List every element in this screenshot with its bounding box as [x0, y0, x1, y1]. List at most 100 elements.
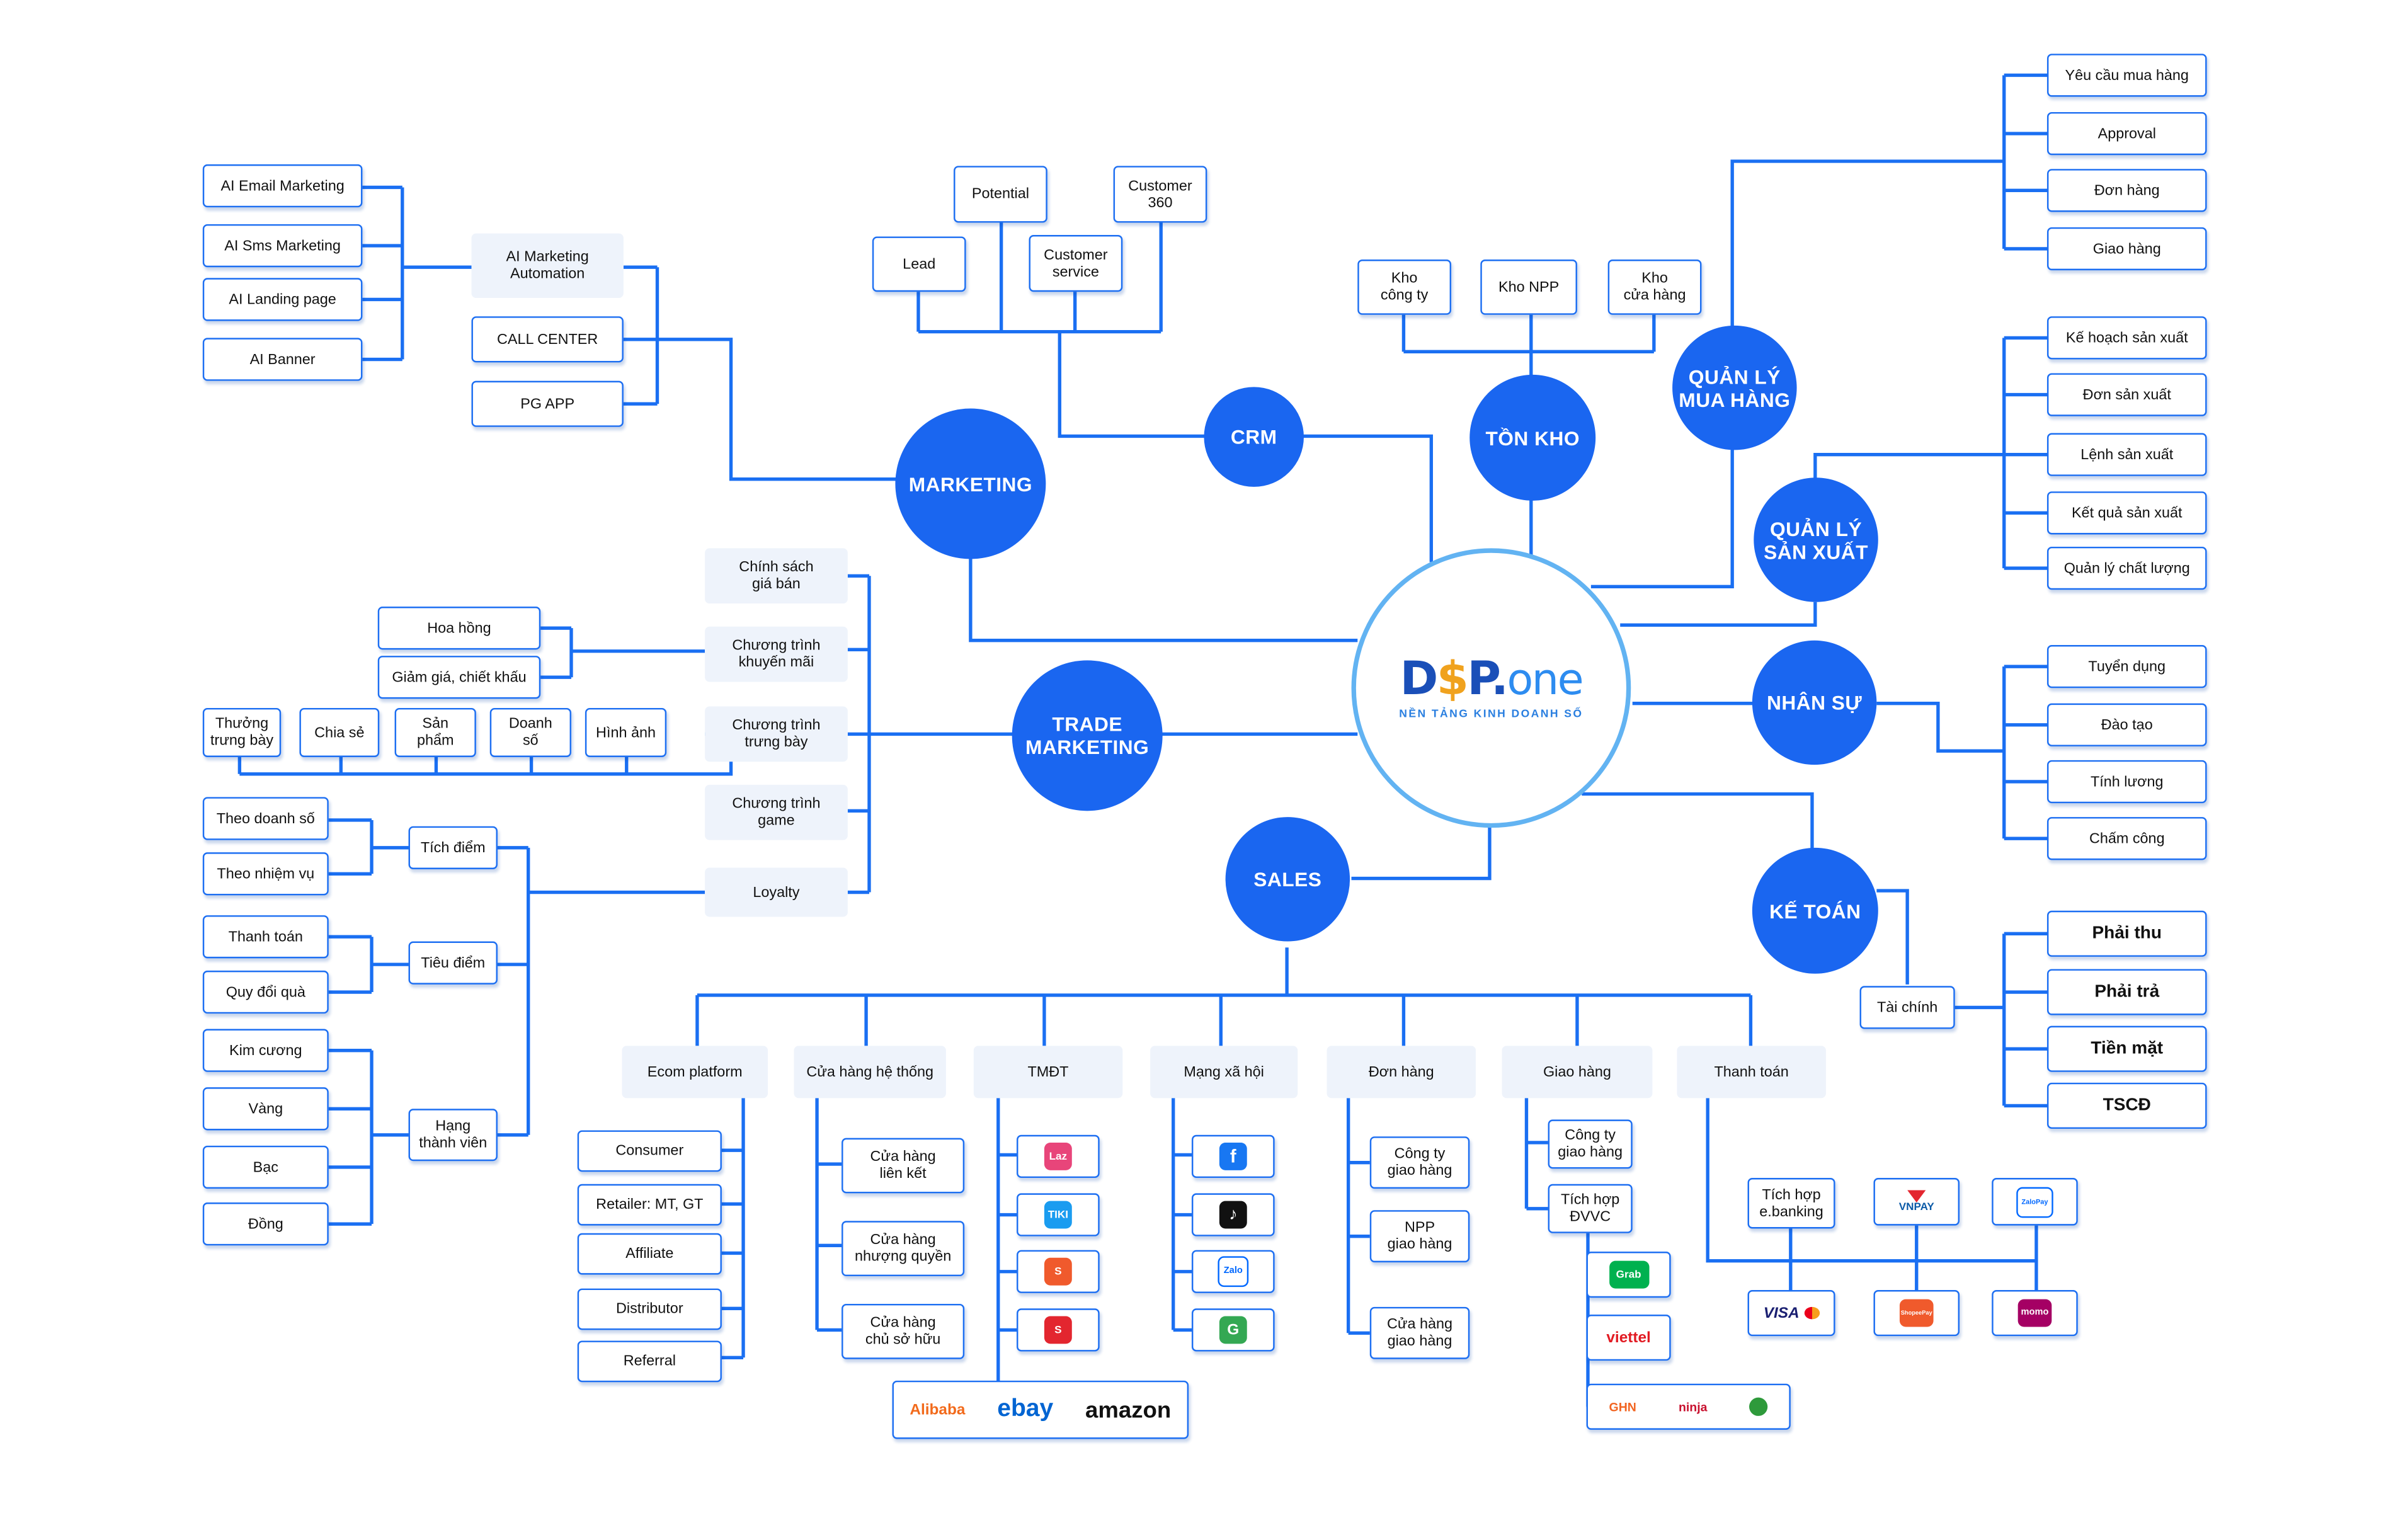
tiki-icon[interactable]: TIKI: [1017, 1193, 1100, 1236]
dsp-one-hub[interactable]: D$P.one NỀN TẢNG KINH DOANH SỐ: [1351, 548, 1631, 828]
ke-toan-phai-tra[interactable]: Phải trả: [2046, 969, 2207, 1015]
nhan-su-tinh-luong[interactable]: Tính lương: [2046, 760, 2207, 804]
channel-thanh-toan[interactable]: Thanh toán: [1677, 1046, 1826, 1099]
momo-icon[interactable]: momo: [1992, 1290, 2078, 1337]
kho-npp[interactable]: Kho NPP: [1480, 260, 1577, 315]
google-maps-icon[interactable]: G: [1191, 1308, 1275, 1352]
nhan-su-dao-tao[interactable]: Đào tạo: [2046, 703, 2207, 746]
chuong-trinh-game[interactable]: Chương trình game: [705, 784, 848, 840]
module-crm[interactable]: CRM: [1204, 387, 1304, 487]
cua-hang-nhuong-quyen[interactable]: Cửa hàng nhượng quyền: [842, 1221, 965, 1277]
ke-toan-phai-thu[interactable]: Phải thu: [2046, 910, 2207, 957]
ecom-referral[interactable]: Referral: [577, 1340, 722, 1383]
vnpay-icon[interactable]: VNPAY: [1873, 1178, 1960, 1226]
visa-mastercard-icon[interactable]: VISA: [1747, 1290, 1835, 1337]
lazada-icon[interactable]: Laz: [1017, 1134, 1100, 1179]
hang-vang[interactable]: Vàng: [202, 1087, 329, 1131]
module-quan-ly-san-xuat[interactable]: QUẢN LÝ SẢN XUẤT: [1754, 477, 1878, 602]
ke-toan-tien-mat[interactable]: Tiền mặt: [2046, 1025, 2207, 1072]
tich-hop-dvvc[interactable]: Tích hợp ĐVVC: [1548, 1184, 1633, 1233]
call-center[interactable]: CALL CENTER: [471, 316, 624, 363]
giao-hang-cong-ty[interactable]: Công ty giao hàng: [1548, 1119, 1633, 1169]
shopeepay-icon[interactable]: ShopeePay: [1873, 1290, 1960, 1337]
pg-app[interactable]: PG APP: [471, 380, 624, 427]
kho-cua-hang[interactable]: Kho cửa hàng: [1607, 260, 1702, 315]
mua-hang-giao-hang[interactable]: Giao hàng: [2046, 227, 2207, 271]
don-hang-npp[interactable]: NPP giao hàng: [1369, 1210, 1470, 1263]
ke-toan-tscd[interactable]: TSCĐ: [2046, 1082, 2207, 1129]
giam-gia-chiet-khau[interactable]: Giảm giá, chiết khấu: [377, 656, 541, 699]
cua-hang-chu-so-huu[interactable]: Cửa hàng chủ sở hữu: [842, 1303, 965, 1359]
hoa-hong[interactable]: Hoa hồng: [377, 607, 541, 650]
chuong-trinh-khuyen-mai[interactable]: Chương trình khuyến mãi: [705, 626, 848, 682]
ecom-consumer[interactable]: Consumer: [577, 1130, 722, 1172]
grab-icon[interactable]: Grab: [1586, 1252, 1671, 1298]
tich-hop-e-banking[interactable]: Tích hợp e.banking: [1747, 1178, 1835, 1229]
sendo-icon[interactable]: S: [1017, 1308, 1100, 1352]
don-hang-cong-ty[interactable]: Công ty giao hàng: [1369, 1136, 1470, 1189]
module-marketing[interactable]: MARKETING: [895, 408, 1046, 559]
zalopay-icon[interactable]: ZaloPay: [1992, 1178, 2078, 1226]
module-ton-kho[interactable]: TỒN KHO: [1469, 374, 1596, 501]
hang-thanh-vien[interactable]: Hạng thành viên: [408, 1109, 498, 1162]
carriers-group-icon[interactable]: GHN ninja: [1586, 1383, 1791, 1430]
module-ke-toan[interactable]: KẾ TOÁN: [1752, 847, 1878, 974]
hang-dong[interactable]: Đồng: [202, 1202, 329, 1246]
crm-customer-360[interactable]: Customer 360: [1113, 166, 1207, 223]
san-xuat-ket-qua[interactable]: Kết quả sản xuất: [2046, 491, 2207, 535]
tai-chinh[interactable]: Tài chính: [1859, 986, 1955, 1029]
hinh-anh[interactable]: Hình ảnh: [585, 707, 667, 757]
thanh-toan-diem[interactable]: Thanh toán: [202, 915, 329, 959]
quy-doi-qua[interactable]: Quy đổi quà: [202, 970, 329, 1014]
global-marketplaces[interactable]: Alibaba ebay amazon: [892, 1380, 1189, 1439]
hang-bac[interactable]: Bạc: [202, 1145, 329, 1189]
ai-banner[interactable]: AI Banner: [202, 338, 363, 381]
cua-hang-lien-ket[interactable]: Cửa hàng liên kết: [842, 1138, 965, 1194]
chia-se[interactable]: Chia sẻ: [299, 707, 380, 757]
module-quan-ly-mua-hang[interactable]: QUẢN LÝ MUA HÀNG: [1672, 325, 1797, 450]
module-sales[interactable]: SALES: [1225, 817, 1350, 942]
chinh-sach-gia-ban[interactable]: Chính sách giá bán: [705, 548, 848, 604]
crm-potential[interactable]: Potential: [954, 166, 1047, 223]
ai-sms-marketing[interactable]: AI Sms Marketing: [202, 224, 363, 268]
ecom-retailer[interactable]: Retailer: MT, GT: [577, 1184, 722, 1226]
tiktok-icon[interactable]: ♪: [1191, 1193, 1275, 1236]
channel-mang-xa-hoi[interactable]: Mạng xã hội: [1150, 1046, 1298, 1099]
thuong-trung-bay[interactable]: Thưởng trưng bày: [202, 707, 282, 757]
zalo-icon[interactable]: Zalo: [1191, 1250, 1275, 1293]
don-hang-cua-hang[interactable]: Cửa hàng giao hàng: [1369, 1306, 1470, 1359]
ai-landing-page[interactable]: AI Landing page: [202, 278, 363, 321]
theo-doanh-so[interactable]: Theo doanh số: [202, 797, 329, 840]
crm-customer-service[interactable]: Customer service: [1029, 235, 1123, 292]
san-xuat-don[interactable]: Đơn sản xuất: [2046, 373, 2207, 416]
san-xuat-lenh[interactable]: Lệnh sản xuất: [2046, 433, 2207, 476]
module-nhan-su[interactable]: NHÂN SỰ: [1752, 640, 1877, 765]
nhan-su-tuyen-dung[interactable]: Tuyển dụng: [2046, 645, 2207, 688]
san-xuat-ke-hoach[interactable]: Kế hoạch sản xuất: [2046, 316, 2207, 360]
channel-cua-hang-he-thong[interactable]: Cửa hàng hệ thống: [794, 1046, 946, 1099]
channel-ecom-platform[interactable]: Ecom platform: [622, 1046, 768, 1099]
viettel-post-icon[interactable]: viettel: [1586, 1315, 1671, 1361]
theo-nhiem-vu[interactable]: Theo nhiệm vụ: [202, 852, 329, 896]
ai-marketing-automation[interactable]: AI Marketing Automation: [471, 233, 624, 298]
tieu-diem[interactable]: Tiêu điểm: [408, 941, 498, 985]
shopee-icon[interactable]: S: [1017, 1250, 1100, 1293]
hang-kim-cuong[interactable]: Kim cương: [202, 1029, 329, 1072]
channel-giao-hang[interactable]: Giao hàng: [1502, 1046, 1653, 1099]
channel-tmdt[interactable]: TMĐT: [973, 1046, 1123, 1099]
san-xuat-chat-luong[interactable]: Quản lý chất lượng: [2046, 546, 2207, 590]
tich-diem[interactable]: Tích điểm: [408, 826, 498, 869]
mua-hang-yeu-cau[interactable]: Yêu cầu mua hàng: [2046, 54, 2207, 97]
doanh-so[interactable]: Doanh số: [489, 707, 571, 757]
san-pham[interactable]: Sản phẩm: [394, 707, 476, 757]
mua-hang-don-hang[interactable]: Đơn hàng: [2046, 169, 2207, 212]
module-trade-marketing[interactable]: TRADE MARKETING: [1012, 660, 1163, 811]
ecom-distributor[interactable]: Distributor: [577, 1288, 722, 1330]
crm-lead[interactable]: Lead: [872, 236, 966, 292]
loyalty[interactable]: Loyalty: [705, 867, 848, 917]
channel-don-hang[interactable]: Đơn hàng: [1327, 1046, 1476, 1099]
ecom-affiliate[interactable]: Affiliate: [577, 1233, 722, 1275]
facebook-icon[interactable]: f: [1191, 1134, 1275, 1179]
chuong-trinh-trung-bay[interactable]: Chương trình trưng bày: [705, 706, 848, 762]
mua-hang-approval[interactable]: Approval: [2046, 111, 2207, 156]
